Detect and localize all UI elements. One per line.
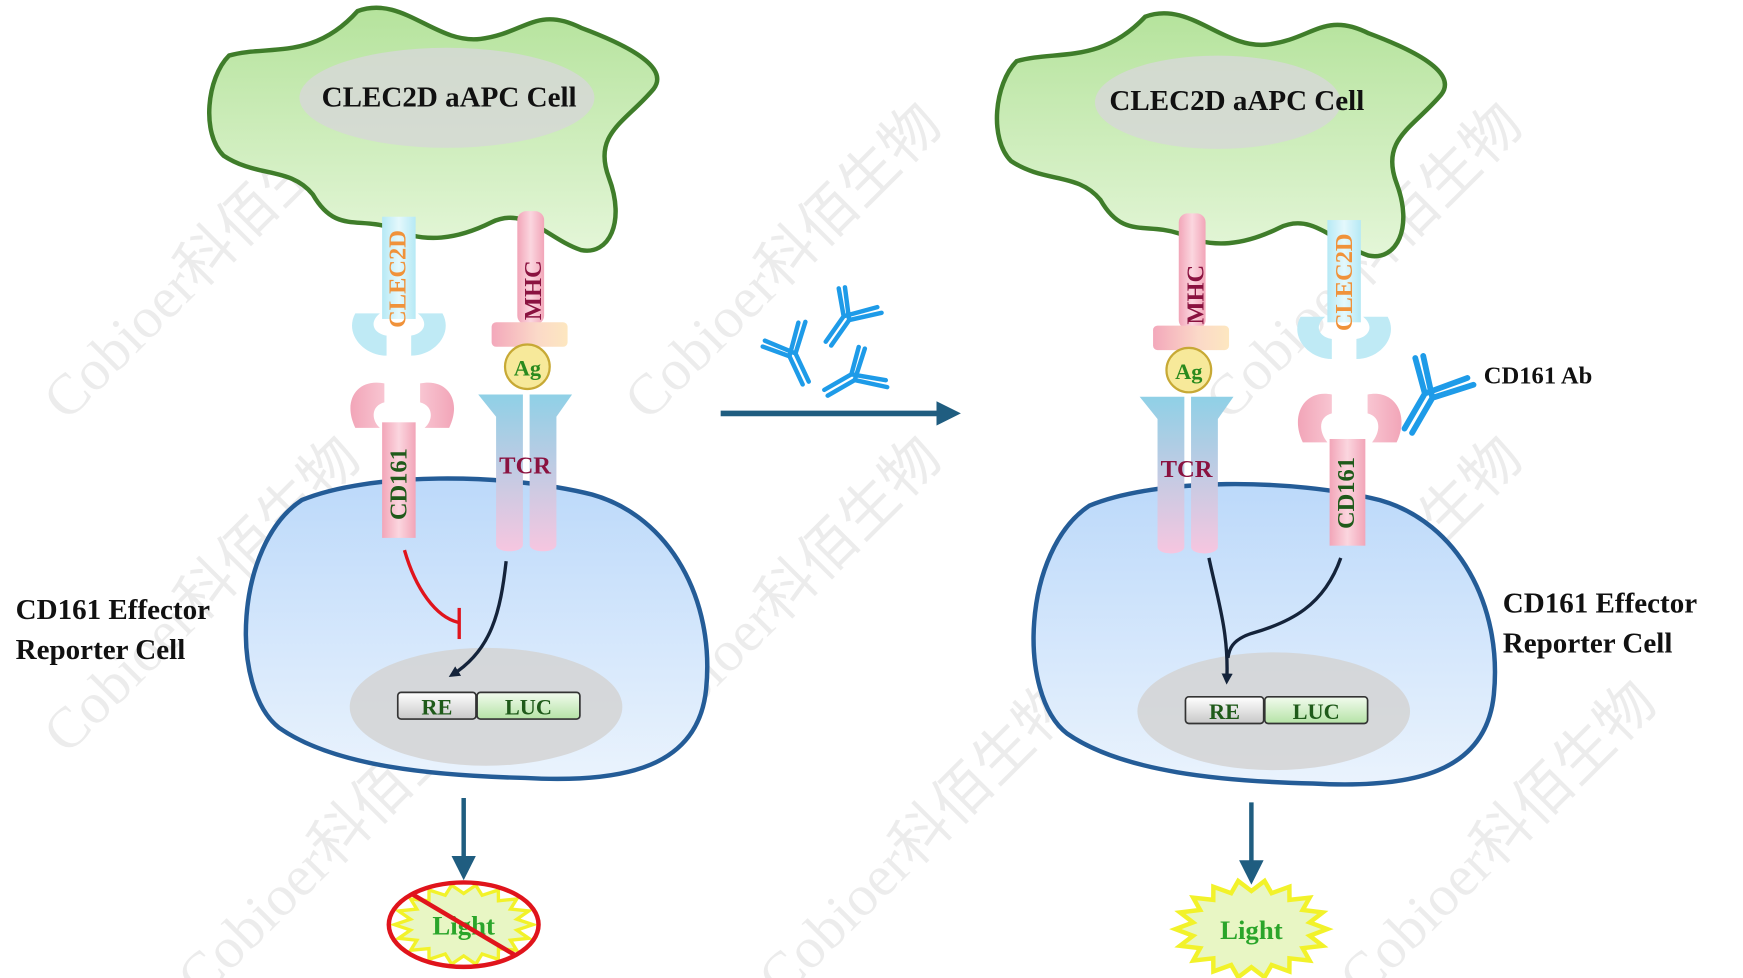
apc-label: CLEC2D aAPC Cell — [1109, 85, 1364, 117]
antibody-icon — [809, 283, 883, 358]
left-panel: CLEC2D aAPC Cell CLEC2D CD161 MHC Ag TCR… — [16, 5, 710, 970]
tcr-label: TCR — [499, 452, 551, 479]
light-label: Light — [1220, 915, 1283, 945]
antigen-label: Ag — [1175, 359, 1202, 384]
watermark-text: Cobioer科佰生物 — [745, 668, 1088, 978]
antibody-icon — [760, 320, 829, 393]
re-element — [396, 691, 477, 720]
cell-label-line1: CD161 Effector — [1503, 587, 1698, 619]
tcr-signal-arrow — [448, 561, 508, 677]
cd161-label: CD161 — [1333, 457, 1360, 529]
luc-label: LUC — [505, 695, 552, 720]
antibody-treatment — [720, 283, 961, 426]
tcr-signal-arrow — [1207, 557, 1233, 685]
no-light-icon — [386, 880, 541, 970]
tcr-label: TCR — [1161, 456, 1213, 483]
cell-label-line1: CD161 Effector — [16, 594, 211, 626]
re-label: RE — [1209, 699, 1240, 724]
apc-label: CLEC2D aAPC Cell — [322, 82, 577, 114]
apc-nucleus — [299, 47, 595, 148]
inhibition-line — [402, 549, 459, 624]
antigen — [1165, 346, 1213, 394]
apc-nucleus — [1094, 55, 1341, 149]
clec2d-label: CLEC2D — [1331, 233, 1358, 331]
re-element — [1184, 695, 1265, 725]
luc-gene — [476, 691, 581, 720]
cell-label-line2: Reporter Cell — [1503, 627, 1673, 659]
cd161-signal-arrow — [1226, 557, 1343, 659]
cd161-label: CD161 — [386, 448, 413, 520]
light-burst — [1169, 877, 1334, 978]
antibody-icon — [814, 344, 889, 415]
right-panel: CLEC2D aAPC Cell MHC Ag TCR CLEC2D CD161… — [994, 11, 1698, 978]
re-label: RE — [421, 695, 452, 720]
antigen — [503, 343, 551, 391]
clec2d-label: CLEC2D — [385, 230, 412, 328]
luc-gene — [1263, 695, 1369, 725]
antigen-label: Ag — [514, 356, 541, 381]
watermark-text: Cobioer科佰生物 — [611, 91, 954, 432]
luc-label: LUC — [1293, 699, 1340, 724]
mhc-label: MHC — [1182, 265, 1209, 325]
mhc-label: MHC — [520, 260, 547, 320]
cell-label-line2: Reporter Cell — [16, 634, 186, 666]
antibody-label: CD161 Ab — [1484, 362, 1593, 389]
